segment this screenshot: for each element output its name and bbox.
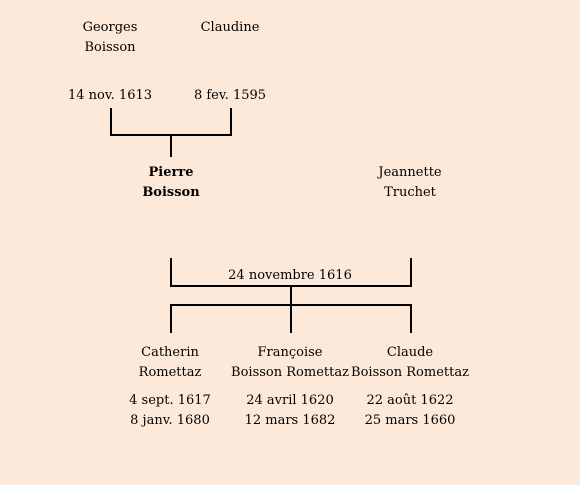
person-first-name: Catherin	[141, 345, 199, 360]
person-last-name: Boisson	[142, 185, 200, 200]
grandmother-date: 8 fev. 1595	[193, 88, 267, 103]
death-date: 8 janv. 1680	[130, 413, 210, 428]
person-last-name: Boisson Romettaz	[231, 365, 349, 380]
person-first-name: Claude	[386, 345, 434, 360]
person-last-name: Boisson Romettaz	[351, 365, 469, 380]
child-catherin-romettaz: Catherin Romettaz	[100, 343, 240, 383]
child-dates-catherin: 4 sept. 1617 8 janv. 1680	[100, 391, 240, 431]
child-claude-boisson-romettaz: Claude Boisson Romettaz	[340, 343, 480, 383]
person-jeannette-truchet: Jeannette Truchet	[340, 163, 480, 203]
marriage-date: 24 novembre 1616	[228, 268, 352, 283]
child-dates-claude: 22 août 1622 25 mars 1660	[340, 391, 480, 431]
grandfather-date: 14 nov. 1613	[67, 88, 153, 103]
person-first-name: Pierre	[148, 165, 194, 180]
birth-date: 4 sept. 1617	[129, 393, 211, 408]
person-claudine: Claudine	[160, 18, 300, 38]
child-dates-francoise: 24 avril 1620 12 mars 1682	[220, 391, 360, 431]
person-last-name: Romettaz	[138, 365, 202, 380]
person-last-name: Boisson	[84, 40, 136, 55]
birth-date: 22 août 1622	[366, 393, 454, 408]
death-date: 25 mars 1660	[364, 413, 456, 428]
birth-date: 24 avril 1620	[246, 393, 334, 408]
person-pierre-boisson: Pierre Boisson	[101, 163, 241, 203]
person-first-name: Claudine	[200, 20, 260, 35]
child-francoise-boisson-romettaz: Françoise Boisson Romettaz	[220, 343, 360, 383]
person-first-name: Jeannette	[378, 165, 442, 180]
person-georges-boisson: Georges Boisson	[40, 18, 180, 58]
death-date: 12 mars 1682	[244, 413, 336, 428]
person-last-name: Truchet	[384, 185, 436, 200]
person-first-name: Françoise	[257, 345, 323, 360]
person-first-name: Georges	[82, 20, 138, 35]
